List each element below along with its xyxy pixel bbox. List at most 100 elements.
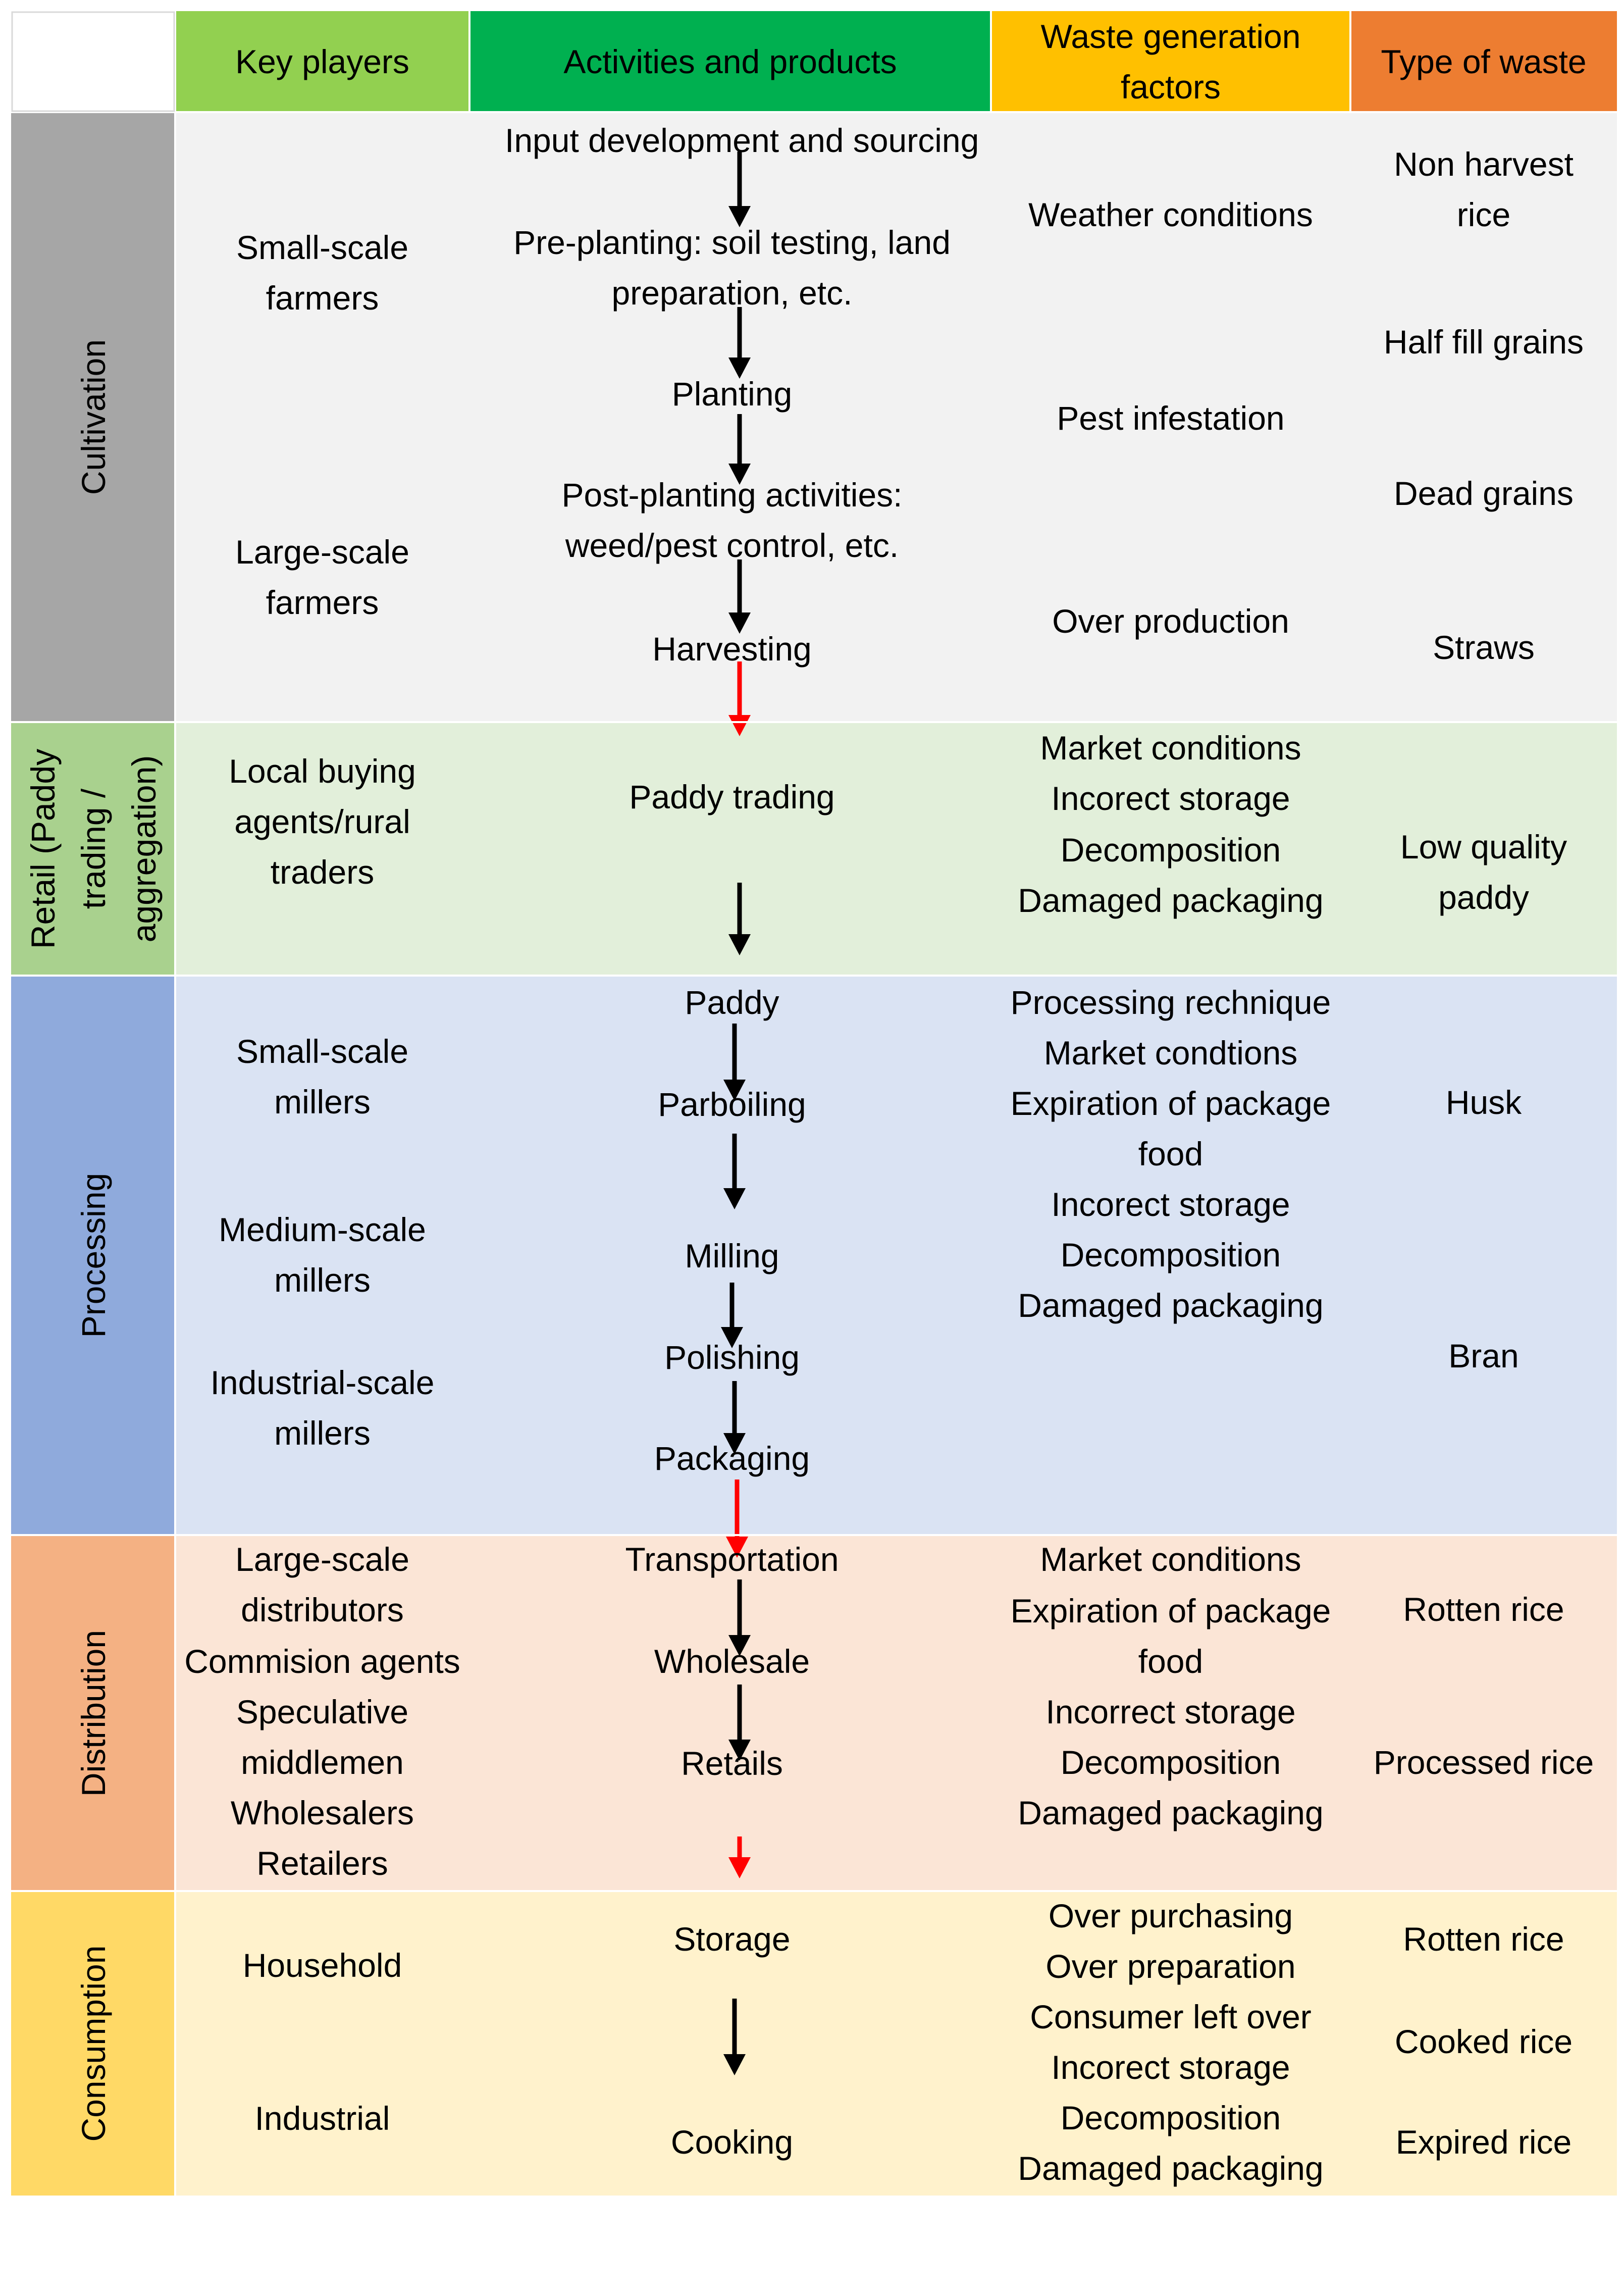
waste-type-line: Dead grains — [1394, 475, 1574, 512]
activity: Transportation — [505, 1534, 959, 1585]
activity-line: Transportation — [625, 1541, 839, 1578]
arrow-head — [728, 464, 751, 485]
waste-factor: Incorect storage — [944, 773, 1398, 824]
key-player-line: Large-scale — [235, 1541, 409, 1578]
waste-type-line: Husk — [1445, 1084, 1522, 1121]
arrow-head — [723, 1080, 746, 1101]
activity-line: Input development and sourcing — [505, 122, 979, 159]
waste-factor-line: Decomposition — [1060, 2099, 1281, 2136]
header-waste-type: Type of waste — [1256, 36, 1624, 87]
header-key-players-cell — [175, 11, 469, 112]
stage-label-cell-processing — [11, 976, 175, 1535]
key-player: Commision agents — [95, 1636, 550, 1687]
waste-type: Cooked rice — [1256, 2016, 1624, 2067]
waste-factor-line: Incorect storage — [1051, 780, 1290, 817]
activity-line: Paddy trading — [629, 778, 835, 815]
key-player-line: traders — [270, 853, 375, 891]
activity-line: Post-planting activities: — [561, 476, 903, 514]
key-player: Wholesalers — [95, 1788, 550, 1838]
waste-factor: Market condtions — [944, 1028, 1398, 1078]
key-player-line: Household — [242, 1947, 402, 1984]
flow-arrow — [723, 1381, 746, 1454]
activity-line: Packaging — [654, 1440, 810, 1477]
flow-arrow — [728, 559, 751, 634]
waste-type: Processed rice — [1256, 1737, 1624, 1788]
arrow-head — [728, 1740, 751, 1761]
stage-label-retail-line: Retail (Paddy — [24, 748, 62, 949]
waste-type: Half fill grains — [1256, 317, 1624, 367]
waste-type-line: Expired rice — [1395, 2123, 1572, 2161]
waste-type-line: rice — [1456, 196, 1511, 233]
waste-factor: Consumer left over — [944, 1992, 1398, 2042]
waste-factor-line: Incorrect storage — [1045, 1693, 1296, 1730]
activity-line: Paddy — [685, 984, 779, 1021]
waste-factor-line: Over purchasing — [1048, 1897, 1293, 1934]
waste-factor-line: Damaged packaging — [1018, 1794, 1324, 1831]
activity-line: Polishing — [664, 1339, 800, 1376]
activity: Harvesting — [505, 624, 959, 674]
waste-factor: Weather conditions — [944, 189, 1398, 240]
waste-type: Rotten rice — [1256, 1584, 1624, 1635]
waste-factor: Damaged packaging — [944, 1280, 1398, 1331]
activity: Packaging — [505, 1433, 959, 1484]
waste-type-line: Straws — [1433, 629, 1535, 666]
activity: Parboiling — [505, 1079, 959, 1130]
waste-factor: Incorect storage — [944, 2042, 1398, 2093]
waste-type-line: Rotten rice — [1403, 1920, 1564, 1958]
key-player-line: Large-scale — [235, 533, 409, 571]
arrow-head — [728, 934, 751, 955]
activity-line: preparation, etc. — [611, 274, 853, 312]
key-player-line: middlemen — [241, 1744, 404, 1781]
waste-type: Husk — [1256, 1077, 1624, 1128]
activity-line: Harvesting — [652, 630, 812, 668]
key-player-line: Local buying — [229, 752, 416, 790]
stage-band-retail — [175, 722, 1617, 976]
stage-transition-arrow — [728, 1836, 751, 1878]
waste-factor-line: Market condtions — [1043, 1034, 1298, 1072]
activity: Paddy — [505, 977, 959, 1028]
waste-factor: Damaged packaging — [944, 875, 1398, 926]
key-player-line: Industrial-scale — [210, 1364, 435, 1401]
stage-label-cell-distribution — [11, 1535, 175, 1891]
header-key-players-line: Key players — [235, 43, 409, 80]
waste-factor-line: Consumer left over — [1030, 1998, 1312, 2035]
diagram-canvas — [11, 11, 1617, 2196]
arrow-head — [721, 1327, 743, 1348]
waste-factor: Damaged packaging — [944, 1788, 1398, 1838]
key-player-line: Wholesalers — [230, 1794, 414, 1831]
key-player-line: Commision agents — [184, 1643, 460, 1680]
activity: Retails — [505, 1738, 959, 1789]
header-waste-factors-line: Waste generation — [1040, 18, 1301, 55]
key-player-line: Industrial — [254, 2100, 390, 2137]
waste-type-line: Processed rice — [1373, 1744, 1594, 1781]
arrow-head — [723, 2054, 746, 2075]
arrow-head — [728, 1635, 751, 1656]
activity: Post-planting activities:weed/pest contr… — [505, 470, 959, 571]
waste-factor-line: Damaged packaging — [1018, 1287, 1324, 1324]
header-corner-cell — [11, 11, 175, 112]
waste-factor-line: Processing rechnique — [1010, 984, 1331, 1021]
activity: Input development and sourcing — [505, 115, 979, 166]
waste-factor: Damaged packaging — [944, 2143, 1398, 2193]
waste-factor-line: Damaged packaging — [1018, 882, 1324, 919]
header-activities-cell — [469, 11, 991, 112]
key-player-line: Retailers — [256, 1845, 388, 1882]
activity-line: Parboiling — [658, 1086, 806, 1123]
waste-type: Expired rice — [1256, 2117, 1624, 2167]
flow-arrow — [728, 883, 751, 955]
key-player-line: Medium-scale — [219, 1211, 426, 1248]
waste-type-line: Low quality — [1400, 828, 1567, 865]
waste-factor-line: Weather conditions — [1028, 196, 1313, 233]
activity: Milling — [505, 1231, 959, 1281]
activity-line: Planting — [671, 375, 793, 413]
waste-factor: Decomposition — [944, 1230, 1398, 1280]
key-player-line: Small-scale — [236, 229, 409, 266]
activity-line: Milling — [685, 1237, 779, 1274]
activity-line: Wholesale — [654, 1643, 810, 1680]
waste-factor-line: Pest infestation — [1057, 399, 1285, 437]
waste-factor-line: Decomposition — [1060, 831, 1281, 869]
